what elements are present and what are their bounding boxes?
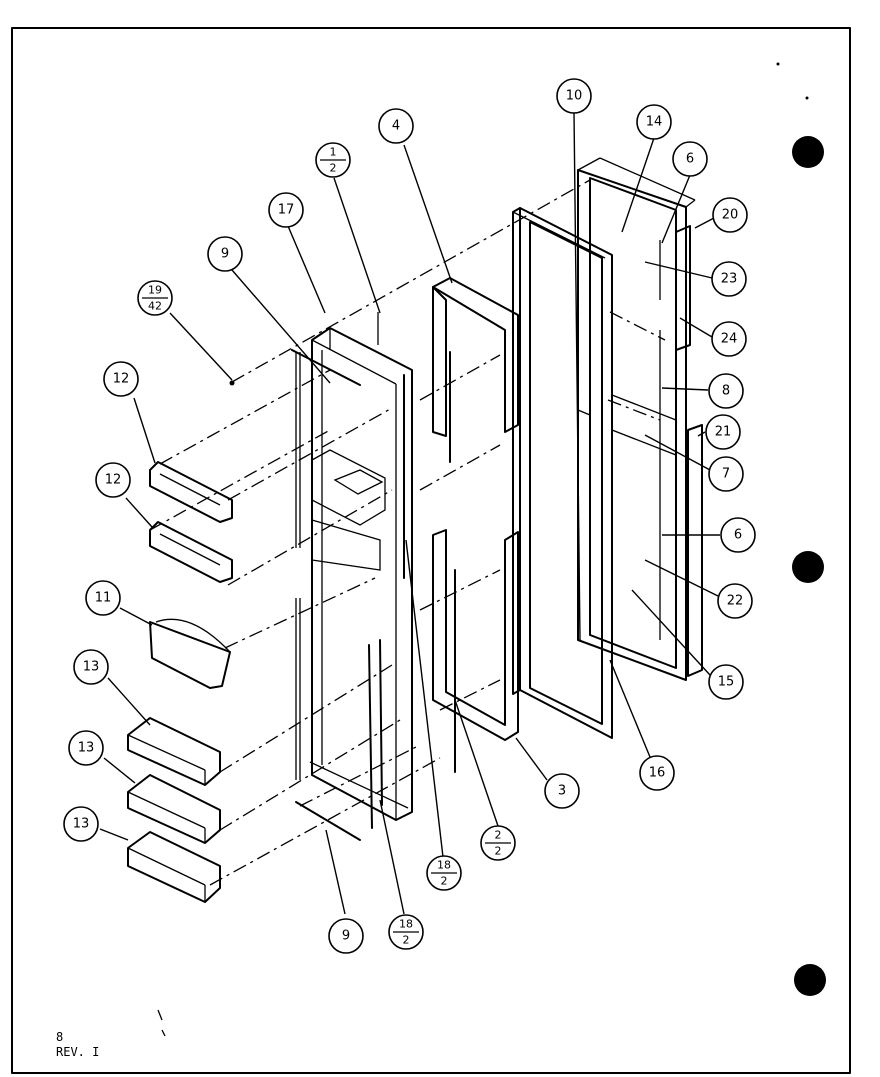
svg-text:2: 2: [441, 875, 448, 888]
part-20-21-trim-strips: [659, 225, 703, 677]
balloon-24: 24: [711, 321, 747, 357]
part-19-screw: [229, 380, 235, 386]
balloon-4: 4: [378, 108, 414, 144]
svg-text:4: 4: [392, 119, 400, 134]
binder-hole-top: [792, 136, 824, 168]
part-10-door-liner: [577, 157, 696, 681]
part-13-bin-lower: [127, 831, 221, 903]
binder-hole-bottom: [794, 964, 826, 996]
svg-text:13: 13: [78, 741, 95, 756]
svg-text:21: 21: [715, 425, 732, 440]
svg-text:8: 8: [722, 384, 730, 399]
binder-hole-middle: [792, 551, 824, 583]
fraction-balloon-18-2-right: 18 2: [426, 855, 462, 891]
svg-text:12: 12: [105, 473, 122, 488]
svg-text:11: 11: [95, 591, 112, 606]
balloon-9-upper: 9: [207, 236, 243, 272]
fraction-balloon-19-42: 19 42: [137, 280, 173, 316]
svg-text:3: 3: [558, 784, 566, 799]
drawing-frame: [11, 27, 851, 1074]
fraction-balloon-18-2-left: 18 2: [388, 914, 424, 950]
balloon-21: 21: [705, 414, 741, 450]
part-17-inner-door-panel: [295, 312, 413, 829]
leader-lines: [99, 112, 720, 915]
svg-text:10: 10: [566, 89, 583, 104]
balloon-16: 16: [639, 755, 675, 791]
svg-text:2: 2: [330, 162, 337, 175]
balloon-13-middle: 13: [68, 730, 104, 766]
balloon-10: 10: [556, 78, 592, 114]
svg-text:6: 6: [686, 152, 694, 167]
stray-dot: [776, 62, 780, 66]
svg-text:17: 17: [278, 203, 295, 218]
svg-text:24: 24: [721, 332, 738, 347]
balloon-22: 22: [717, 583, 753, 619]
balloon-3: 3: [544, 773, 580, 809]
balloon-23: 23: [711, 261, 747, 297]
balloon-15: 15: [708, 664, 744, 700]
part-13-bin-upper: [127, 717, 221, 786]
svg-text:1: 1: [330, 146, 337, 159]
revision-label: REV. I: [56, 1045, 100, 1059]
part-3-gasket-frame: [432, 277, 519, 773]
stray-mark: [161, 1029, 166, 1037]
svg-text:23: 23: [721, 272, 738, 287]
svg-text:12: 12: [113, 372, 130, 387]
page-number: 8: [56, 1030, 64, 1044]
svg-text:14: 14: [646, 115, 663, 130]
svg-text:9: 9: [221, 247, 229, 262]
balloon-13-lower: 13: [63, 806, 99, 842]
svg-text:13: 13: [73, 817, 90, 832]
svg-text:2: 2: [495, 845, 502, 858]
balloon-13-upper: 13: [73, 649, 109, 685]
balloon-17: 17: [268, 192, 304, 228]
stray-mark: [157, 1009, 163, 1021]
sheet-footer: 8 REV. I: [56, 1030, 99, 1060]
fraction-balloon-1-2: 1 2: [315, 142, 351, 178]
svg-text:15: 15: [718, 675, 735, 690]
balloon-6-upper: 6: [672, 141, 708, 177]
balloon-8: 8: [708, 373, 744, 409]
svg-text:13: 13: [83, 660, 100, 675]
svg-text:2: 2: [495, 829, 502, 842]
balloon-20: 20: [712, 197, 748, 233]
alignment-lines: [149, 179, 666, 886]
svg-text:2: 2: [403, 934, 410, 947]
balloon-14: 14: [636, 104, 672, 140]
balloon-9-lower: 9: [328, 918, 364, 954]
balloon-12-upper: 12: [103, 361, 139, 397]
part-9-top-bar: [291, 349, 361, 386]
part-11-bin: [149, 618, 231, 689]
balloon-6-lower: 6: [720, 517, 756, 553]
svg-text:22: 22: [727, 594, 744, 609]
part-9-bottom-bar: [295, 801, 361, 841]
svg-text:19: 19: [148, 284, 162, 297]
balloon-12-lower: 12: [95, 462, 131, 498]
stray-dot: [805, 96, 809, 100]
svg-text:7: 7: [722, 467, 730, 482]
part-12-upper-shelf: [149, 461, 233, 523]
balloon-7: 7: [708, 456, 744, 492]
fraction-balloon-2-2: 2 2: [480, 825, 516, 861]
svg-text:16: 16: [649, 766, 666, 781]
svg-text:42: 42: [148, 300, 162, 313]
svg-text:6: 6: [734, 528, 742, 543]
balloon-11: 11: [85, 580, 121, 616]
svg-text:18: 18: [399, 918, 413, 931]
part-12-lower-shelf: [149, 521, 233, 583]
part-16-door-outer-panel: [512, 207, 613, 739]
svg-text:20: 20: [722, 208, 739, 223]
svg-text:18: 18: [437, 859, 451, 872]
svg-text:9: 9: [342, 929, 350, 944]
part-13-bin-middle: [127, 774, 221, 844]
